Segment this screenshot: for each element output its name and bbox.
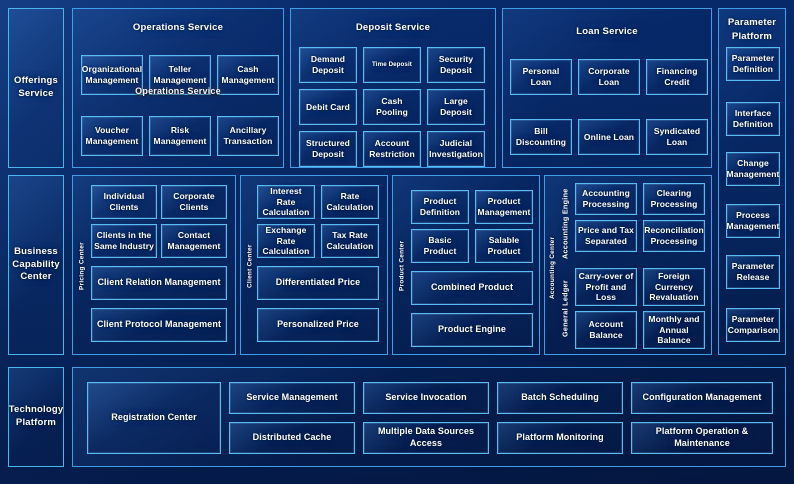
row-label-technology-line1: Technology (8, 404, 64, 416)
vertical-label-product-center: Product Center (398, 240, 406, 292)
row-label-business-capability-center: Business Capability Center (8, 175, 64, 355)
cell-multiple-data-sources-access[interactable]: Multiple Data Sources Access (363, 422, 489, 454)
cell-product-management[interactable]: Product Management (475, 190, 533, 224)
parameter-platform-title-line2: Platform (731, 31, 773, 42)
cell-individual-clients[interactable]: Individual Clients (91, 185, 157, 219)
cell-risk-management[interactable]: Risk Management (149, 116, 211, 156)
cell-parameter-release[interactable]: Parameter Release (726, 255, 780, 289)
cell-time-deposit[interactable]: Time Deposit (363, 47, 421, 83)
cell-online-loan[interactable]: Online Loan (578, 119, 640, 155)
cell-account-restriction[interactable]: Account Restriction (363, 131, 421, 167)
group-pricing-center: Pricing Center Individual Clients Corpor… (72, 175, 236, 355)
row-label-business-line1: Business (14, 245, 58, 257)
cell-product-definition[interactable]: Product Definition (411, 190, 469, 224)
cell-distributed-cache[interactable]: Distributed Cache (229, 422, 355, 454)
vertical-label-accounting-engine: Accounting Engine (560, 188, 570, 260)
cell-exchange-rate-calculation[interactable]: Exchange Rate Calculation (257, 224, 315, 258)
cell-process-management[interactable]: Process Management (726, 204, 780, 238)
group-title-operations-service: Operations Service (132, 22, 224, 33)
cell-contact-management[interactable]: Contact Management (161, 224, 227, 258)
cell-personal-loan[interactable]: Personal Loan (510, 59, 572, 95)
cell-differentiated-price[interactable]: Differentiated Price (257, 266, 379, 300)
row-label-technology-line2: Platform (15, 417, 57, 428)
group-title-loan-service: Loan Service (576, 26, 638, 37)
cell-reconciliation-processing[interactable]: Reconciliation Processing (643, 220, 705, 252)
group-technology-platform: Registration Center Service Management D… (72, 367, 786, 467)
cell-cash-management[interactable]: Cash Management (217, 55, 279, 95)
vertical-label-client-center: Client Center (246, 244, 254, 288)
cell-platform-operation-maintenance[interactable]: Platform Operation & Maintenance (631, 422, 773, 454)
row-label-offerings-line1: Offerings (13, 75, 59, 87)
cell-interface-definition[interactable]: Interface Definition (726, 102, 780, 136)
vertical-label-general-ledger: General Ledger (560, 280, 570, 338)
row-label-offerings-service: Offerings Service (8, 8, 64, 168)
cell-basic-product[interactable]: Basic Product (411, 229, 469, 263)
cell-monthly-and-annual-balance[interactable]: Monthly and Annual Balance (643, 311, 705, 349)
group-accounting-center: Accounting Center Accounting Engine Gene… (544, 175, 712, 355)
cell-organizational-management[interactable]: Organizational Management (81, 55, 143, 95)
cell-parameter-definition[interactable]: Parameter Definition (726, 47, 780, 81)
cell-combined-product[interactable]: Combined Product (411, 271, 533, 305)
cell-financing-credit[interactable]: Financing Credit (646, 59, 708, 95)
row-label-business-line2: Capability (12, 258, 60, 270)
cell-salable-product[interactable]: Salable Product (475, 229, 533, 263)
cell-judicial-investigation[interactable]: Judicial Investigation (427, 131, 485, 167)
parameter-platform-title-line1: Parameter (727, 17, 777, 28)
group-title-deposit-service: Deposit Service (355, 22, 431, 33)
cell-corporate-loan[interactable]: Corporate Loan (578, 59, 640, 95)
cell-cash-pooling[interactable]: Cash Pooling (363, 89, 421, 125)
cell-security-deposit[interactable]: Security Deposit (427, 47, 485, 83)
cell-structured-deposit[interactable]: Structured Deposit (299, 131, 357, 167)
overlay-title-operations-service: Operations Service (135, 86, 221, 96)
cell-price-and-tax-separated[interactable]: Price and Tax Separated (575, 220, 637, 252)
cell-carry-over-of-profit-and-loss[interactable]: Carry-over of Profit and Loss (575, 268, 637, 306)
cell-clearing-processing[interactable]: Clearing Processing (643, 183, 705, 215)
group-product-center: Product Center Product Definition Produc… (392, 175, 540, 355)
cell-batch-scheduling[interactable]: Batch Scheduling (497, 382, 623, 414)
cell-interest-rate-calculation[interactable]: Interest Rate Calculation (257, 185, 315, 219)
cell-product-engine[interactable]: Product Engine (411, 313, 533, 347)
cell-service-management[interactable]: Service Management (229, 382, 355, 414)
group-operations-service: Operations Service Organizational Manage… (72, 8, 284, 168)
vertical-label-accounting-center: Accounting Center (549, 236, 556, 300)
cell-client-protocol-management[interactable]: Client Protocol Management (91, 308, 227, 342)
cell-account-balance[interactable]: Account Balance (575, 311, 637, 349)
cell-registration-center[interactable]: Registration Center (87, 382, 221, 454)
cell-service-invocation[interactable]: Service Invocation (363, 382, 489, 414)
cell-teller-management[interactable]: Teller Management (149, 55, 211, 95)
cell-demand-deposit[interactable]: Demand Deposit (299, 47, 357, 83)
cell-ancillary-transaction[interactable]: Ancillary Transaction (217, 116, 279, 156)
row-label-business-line3: Center (20, 271, 52, 283)
cell-parameter-comparison[interactable]: Parameter Comparison (726, 308, 780, 342)
cell-large-deposit[interactable]: Large Deposit (427, 89, 485, 125)
cell-clients-in-the-same-industry[interactable]: Clients in the Same Industry (91, 224, 157, 258)
cell-voucher-management[interactable]: Voucher Management (81, 116, 143, 156)
cell-foreign-currency-revaluation[interactable]: Foreign Currency Revaluation (643, 268, 705, 306)
cell-configuration-management[interactable]: Configuration Management (631, 382, 773, 414)
row-label-technology-platform: Technology Platform (8, 367, 64, 467)
cell-change-management[interactable]: Change Management (726, 152, 780, 186)
cell-client-relation-management[interactable]: Client Relation Management (91, 266, 227, 300)
cell-platform-monitoring[interactable]: Platform Monitoring (497, 422, 623, 454)
cell-syndicated-loan[interactable]: Syndicated Loan (646, 119, 708, 155)
cell-accounting-processing[interactable]: Accounting Processing (575, 183, 637, 215)
cell-debit-card[interactable]: Debit Card (299, 89, 357, 125)
group-deposit-service: Deposit Service Demand Deposit Time Depo… (290, 8, 496, 168)
group-client-center: Client Center Interest Rate Calculation … (240, 175, 388, 355)
cell-bill-discounting[interactable]: Bill Discounting (510, 119, 572, 155)
group-loan-service: Loan Service Personal Loan Corporate Loa… (502, 8, 712, 168)
row-label-offerings-line2: Service (18, 88, 54, 99)
cell-personalized-price[interactable]: Personalized Price (257, 308, 379, 342)
cell-rate-calculation[interactable]: Rate Calculation (321, 185, 379, 219)
group-parameter-platform: Parameter Platform Parameter Definition … (718, 8, 786, 355)
vertical-label-pricing-center: Pricing Center (78, 242, 86, 290)
cell-corporate-clients[interactable]: Corporate Clients (161, 185, 227, 219)
cell-tax-rate-calculation[interactable]: Tax Rate Calculation (321, 224, 379, 258)
